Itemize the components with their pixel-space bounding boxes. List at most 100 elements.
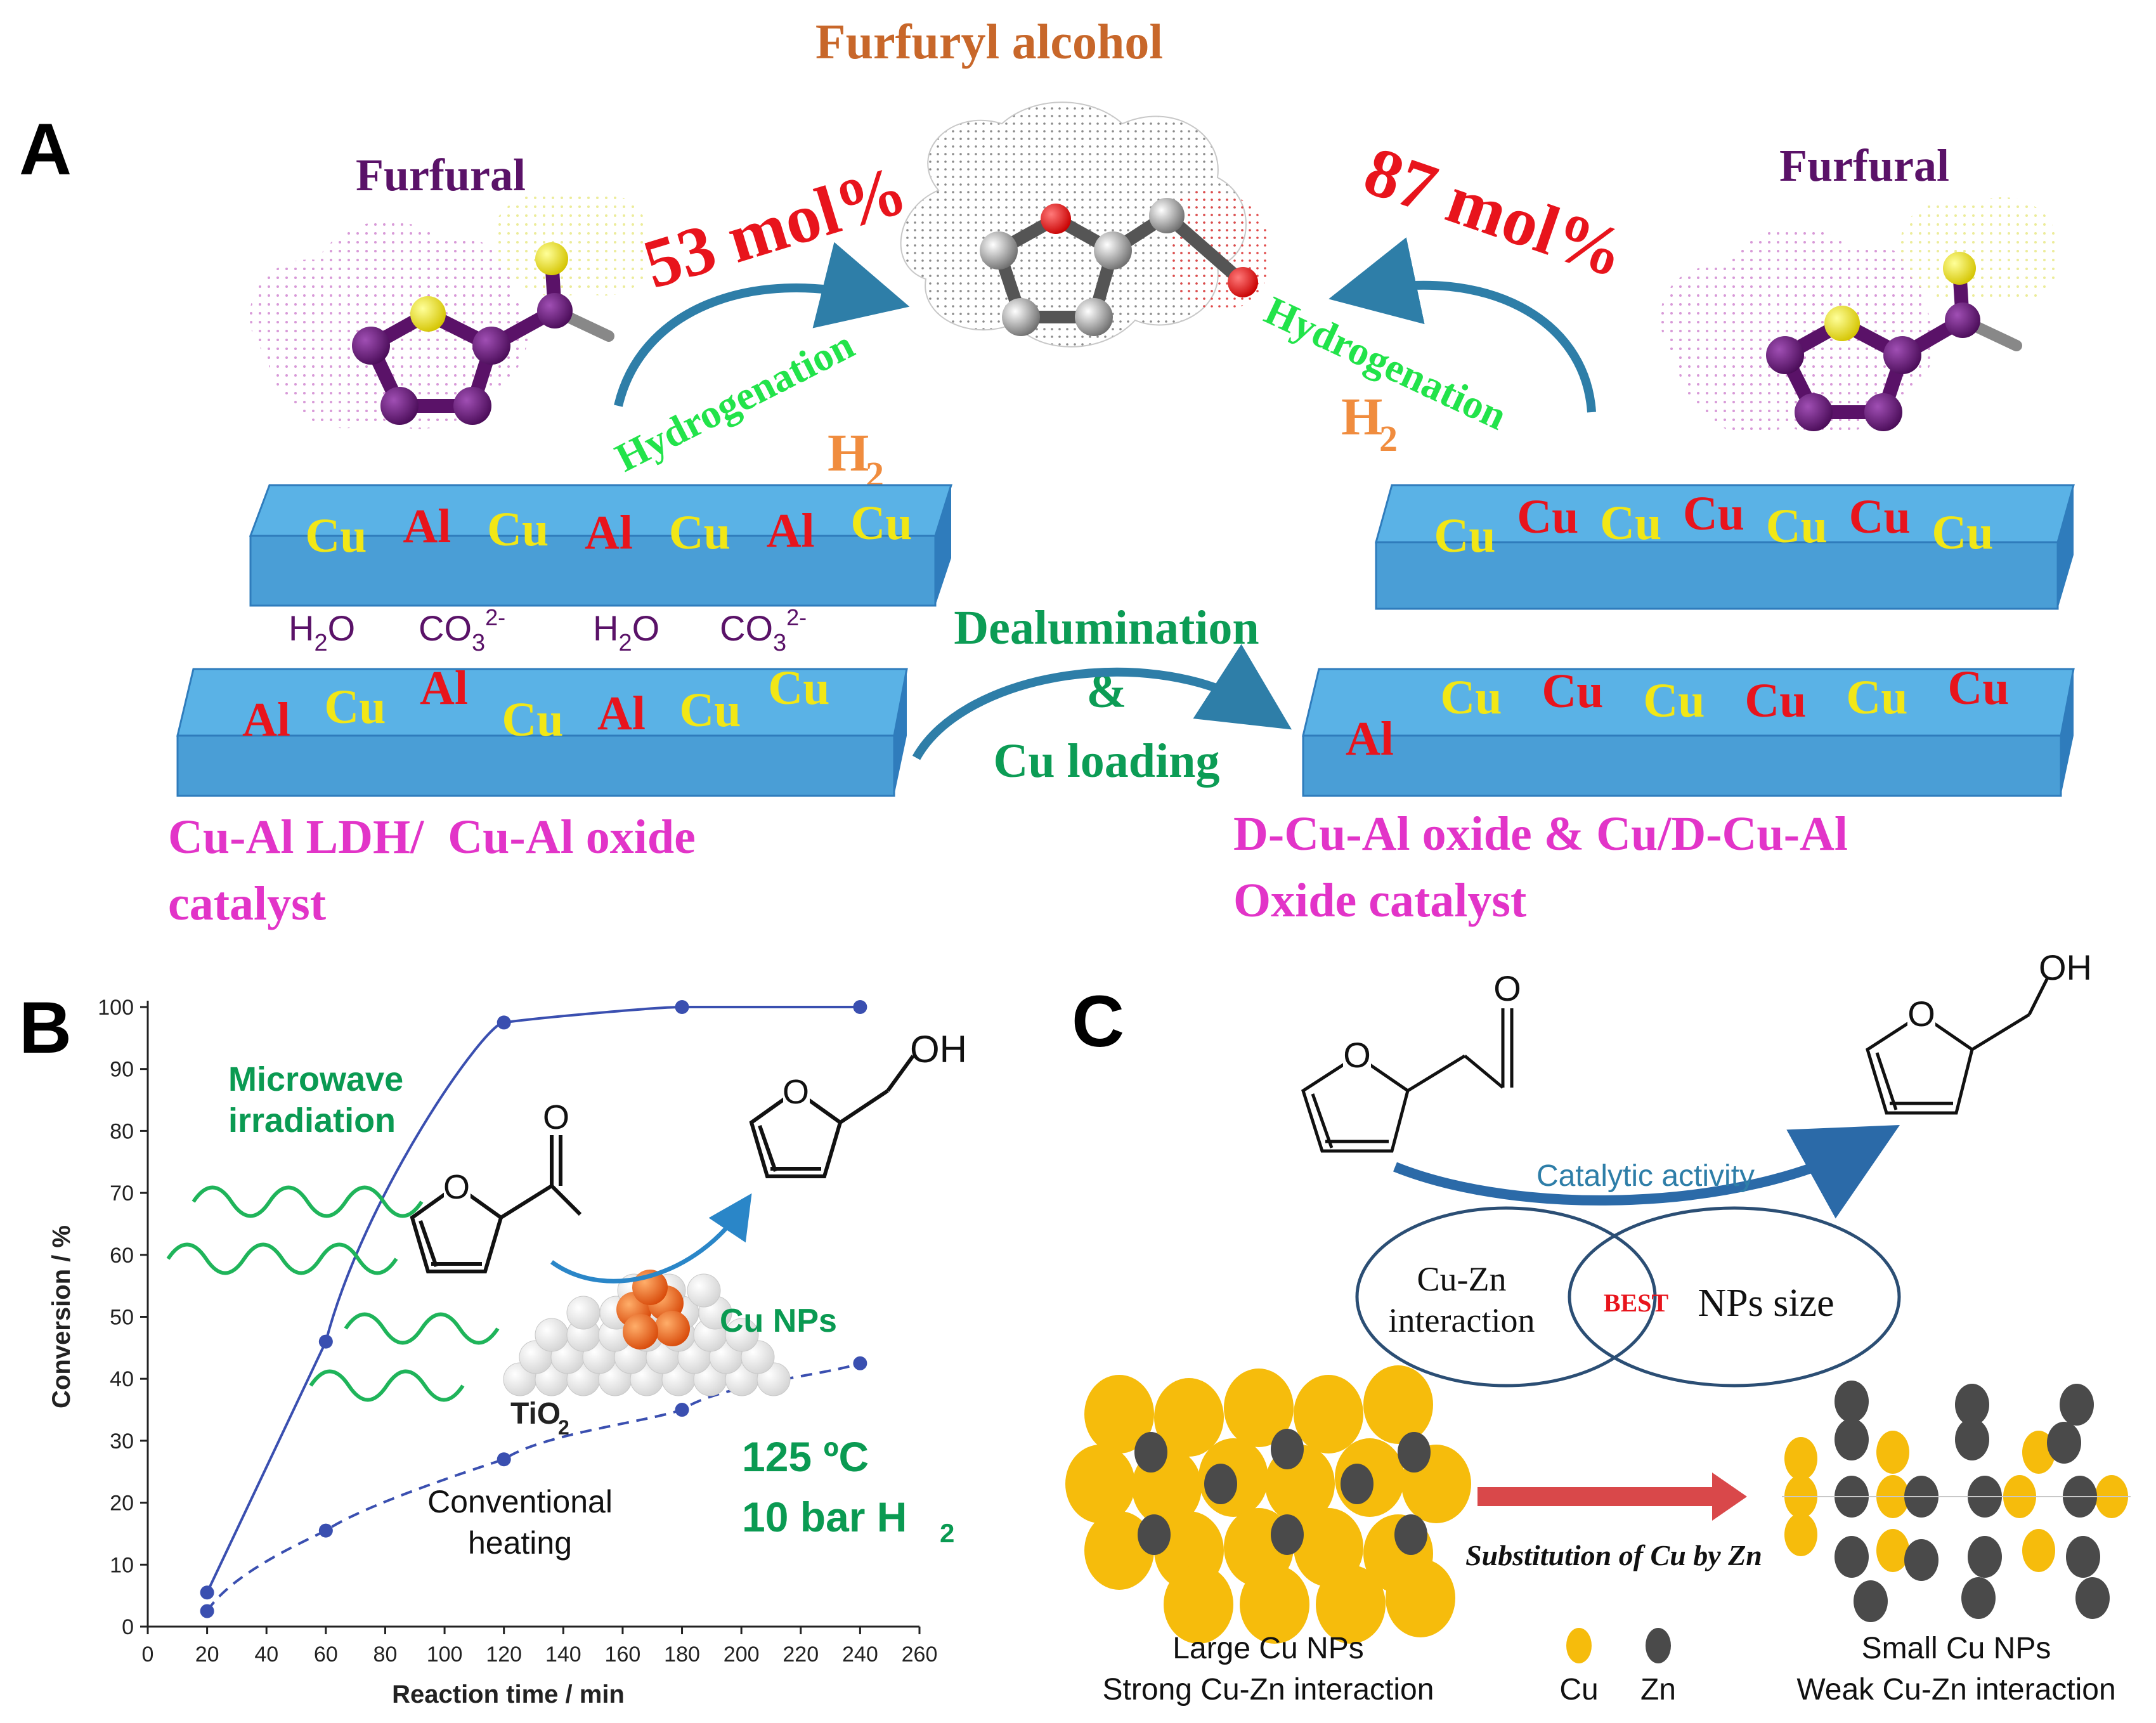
- venn-label-interaction: interaction: [1389, 1301, 1535, 1339]
- slab-atom-label: Cu: [1932, 506, 1993, 559]
- slab-atom-label: Al: [242, 693, 290, 746]
- slab-atom-label: Al: [1346, 712, 1394, 765]
- y-tick-label: 100: [98, 996, 134, 1020]
- hydrogenation-arrow-right: [1328, 237, 1596, 413]
- cu-atom: [2022, 1529, 2055, 1572]
- interlayer-label: H2O: [593, 608, 659, 656]
- data-point: [853, 1000, 867, 1014]
- cu-atom: [1363, 1365, 1433, 1444]
- panel-c-letter: C: [1072, 981, 1124, 1062]
- slab-atom-label: Cu: [1434, 509, 1495, 562]
- y-tick-label: 80: [110, 1119, 134, 1143]
- slab-atom-label: Al: [420, 661, 468, 715]
- svg-text:H: H: [1341, 387, 1382, 446]
- zn-atom: [1961, 1577, 1996, 1619]
- tio2-ball: [535, 1318, 569, 1352]
- x-tick-label: 160: [605, 1642, 641, 1667]
- svg-text:10 bar H: 10 bar H: [742, 1493, 907, 1540]
- slab-atom-label: Cu: [1766, 500, 1828, 553]
- hydroxyl-oxygen-atom: [1228, 267, 1258, 297]
- zn-atom: [1955, 1419, 1989, 1460]
- zn-atom: [1854, 1580, 1888, 1622]
- x-tick-label: 180: [664, 1642, 700, 1667]
- furfuryl-o-ring: O: [783, 1073, 809, 1111]
- venn-label-cu-zn: Cu-Zn: [1417, 1260, 1507, 1298]
- slab-atom-label: Cu: [1440, 671, 1502, 724]
- slab-atom-label: Cu: [850, 497, 912, 550]
- svg-text:2: 2: [1379, 418, 1398, 459]
- yield-left: 53 mol%: [635, 150, 915, 303]
- cu-atom: [1164, 1565, 1233, 1644]
- furfuryl-o-ring-c: O: [1907, 994, 1935, 1034]
- zn-atom: [1138, 1514, 1171, 1555]
- furfural-label-right: Furfural: [1779, 140, 1949, 191]
- product-title: Furfuryl alcohol: [815, 14, 1163, 69]
- h2-label-left: H 2: [828, 424, 884, 495]
- wave: [192, 1185, 424, 1218]
- svg-text:H: H: [828, 424, 869, 483]
- hydrogenation-arrow-left: [614, 242, 910, 407]
- data-point: [675, 1403, 689, 1417]
- zn-atom: [2060, 1384, 2094, 1426]
- furfural-o-ring-c: O: [1343, 1035, 1371, 1075]
- wave: [166, 1242, 398, 1275]
- cu-atom: [1386, 1559, 1455, 1637]
- zn-atom: [1968, 1536, 2002, 1578]
- zn-atom: [1955, 1384, 1989, 1426]
- x-tick-label: 140: [545, 1642, 581, 1667]
- furfural-label-left: Furfural: [356, 150, 526, 200]
- series-line: [205, 1006, 860, 1594]
- slab-atom-label: Cu: [487, 503, 549, 556]
- slab-atom-label: Cu: [1846, 671, 1907, 724]
- y-tick-label: 20: [110, 1492, 134, 1516]
- furfural-o-carbonyl-c: O: [1493, 968, 1521, 1008]
- venn-label-nps-size: NPs size: [1698, 1282, 1834, 1325]
- x-tick-label: 120: [486, 1642, 522, 1667]
- y-tick-label: 10: [110, 1553, 134, 1577]
- slab-atom-label: Cu: [1517, 490, 1578, 543]
- x-tick-label: 260: [902, 1642, 938, 1667]
- svg-text:TiO: TiO: [510, 1397, 561, 1431]
- cu-atom: [1784, 1437, 1817, 1480]
- furfural-structure-c: [1301, 1008, 1514, 1153]
- x-tick-label: 80: [373, 1642, 398, 1667]
- venn-label-best: BEST: [1604, 1289, 1669, 1317]
- venn-circle-interaction: [1355, 1206, 1657, 1388]
- panel-c: C O O O OH Catalytic activity: [1065, 947, 2131, 1707]
- cu-atom: [2022, 1431, 2055, 1474]
- furfural-structure-b: [410, 1135, 582, 1273]
- conventional-label-2: heating: [468, 1525, 572, 1561]
- slab-atom-label: Al: [585, 506, 633, 559]
- small-cu-nps-cluster: [1782, 1381, 2131, 1622]
- dealumination-label: Dealumination: [954, 601, 1259, 654]
- zn-atom: [1835, 1381, 1869, 1422]
- furfural-o-carbonyl: O: [543, 1098, 569, 1136]
- panel-a-letter: A: [19, 109, 72, 190]
- legend-zn-swatch: [1646, 1628, 1671, 1663]
- zn-atom: [1341, 1464, 1373, 1504]
- venn-circle-size: [1568, 1206, 1901, 1388]
- x-tick-label: 20: [195, 1642, 219, 1667]
- panel-b-letter: B: [19, 987, 72, 1069]
- catalyst-right-line1: D-Cu-Al oxide & Cu/D-Cu-Al: [1233, 807, 1848, 861]
- slab-atom-label: Cu: [1643, 674, 1705, 727]
- condition-pressure: 10 bar H 2: [742, 1493, 954, 1548]
- furfuryl-structure-c: [1866, 975, 2050, 1115]
- x-axis-label: Reaction time / min: [392, 1681, 625, 1708]
- furfuryl-oh-label: OH: [910, 1028, 967, 1070]
- interlayer-label: H2O: [289, 608, 355, 656]
- svg-text:2: 2: [940, 1518, 954, 1548]
- zn-atom: [2075, 1577, 2110, 1619]
- tio2-label: TiO 2: [510, 1397, 569, 1439]
- catalyst-right-line2: Oxide catalyst: [1233, 874, 1526, 927]
- zn-atom: [1271, 1429, 1304, 1469]
- x-tick-label: 200: [724, 1642, 760, 1667]
- y-tick-label: 60: [110, 1244, 134, 1268]
- furfural-molecule-left: Furfural: [249, 150, 649, 429]
